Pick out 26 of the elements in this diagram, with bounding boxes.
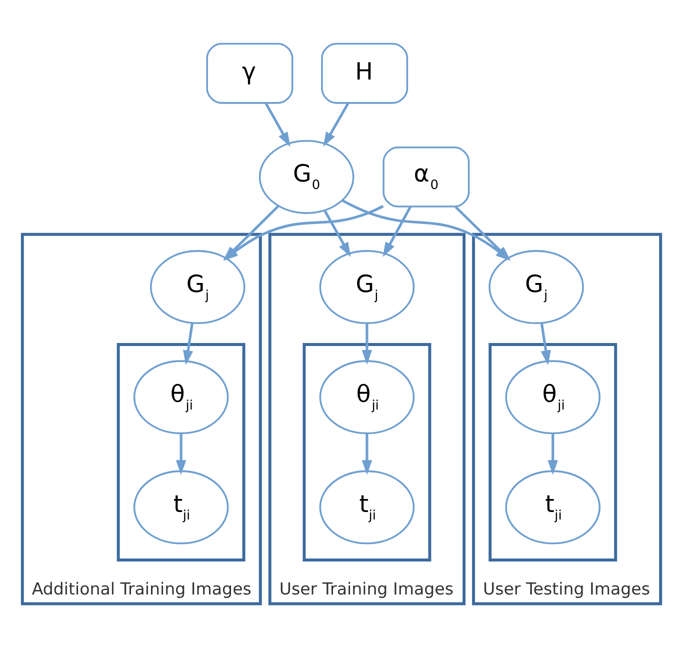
- node-ellipse: G$_{j}$: [150, 250, 246, 324]
- node-ellipse: t$_{ji}$: [505, 470, 601, 544]
- node-ellipse: G$_{j}$: [319, 250, 415, 324]
- node-box: γ: [206, 42, 294, 104]
- arrow: [323, 102, 350, 147]
- arrow: [324, 210, 351, 258]
- node-ellipse: G$_{j}$: [488, 250, 584, 324]
- node-ellipse: θ$_{ji}$: [133, 360, 229, 434]
- node-box: H: [321, 42, 408, 104]
- node-box: α$_{0}$: [382, 146, 470, 208]
- arrow: [540, 323, 551, 366]
- arrow: [182, 323, 194, 366]
- node-ellipse: t$_{ji}$: [319, 470, 415, 544]
- arrow: [176, 433, 186, 475]
- cluster: [302, 343, 432, 562]
- node-ellipse: θ$_{ji}$: [505, 360, 601, 434]
- arrow: [264, 102, 290, 147]
- node-ellipse: θ$_{ji}$: [319, 360, 415, 434]
- cluster: [488, 343, 618, 562]
- arrow: [382, 206, 412, 257]
- arrow: [362, 433, 372, 475]
- cluster: [116, 343, 246, 562]
- node-ellipse: t$_{ji}$: [133, 470, 229, 544]
- arrow: [362, 323, 372, 365]
- arrow: [548, 433, 558, 475]
- node-ellipse: G$_{0}$: [258, 140, 354, 214]
